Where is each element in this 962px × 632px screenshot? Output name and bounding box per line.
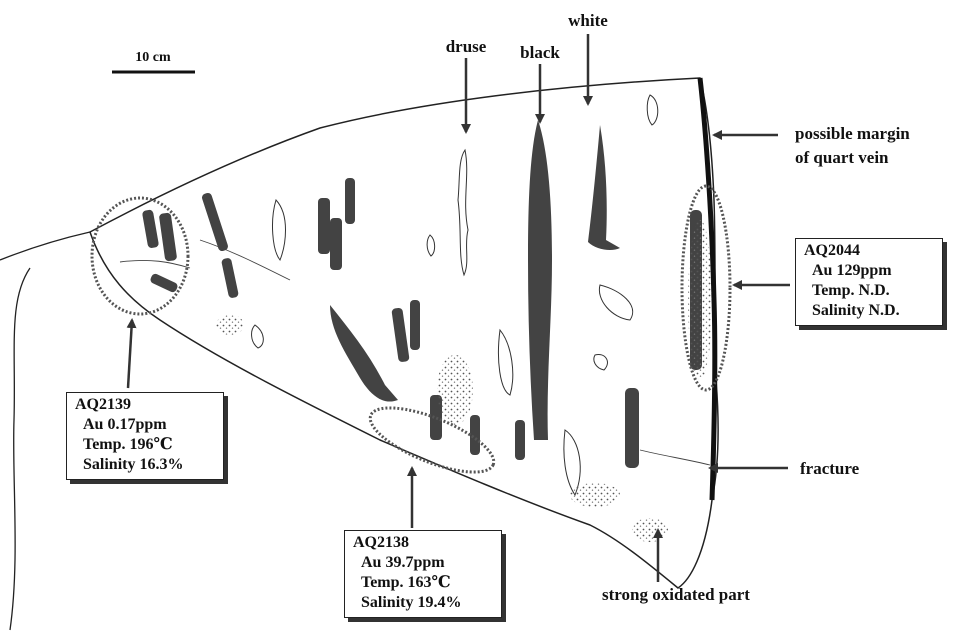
black-band bbox=[515, 420, 525, 460]
black-band bbox=[201, 192, 229, 252]
black-band bbox=[391, 307, 409, 362]
scale-bar-label: 10 cm bbox=[135, 50, 171, 65]
black-band bbox=[318, 198, 330, 254]
label-black: black bbox=[520, 43, 560, 62]
oxidated-stipple bbox=[216, 220, 712, 542]
black-band bbox=[330, 218, 342, 270]
black-band bbox=[528, 120, 552, 440]
black-band bbox=[470, 415, 480, 455]
black-band bbox=[221, 257, 239, 298]
sample-au: Au 39.7ppm bbox=[353, 553, 493, 573]
label-margin-line2: of quart vein bbox=[795, 148, 889, 167]
sample-box-aq2139: AQ2139 Au 0.17ppm Temp. 196℃ Salinity 16… bbox=[66, 392, 224, 480]
sample-temp: Temp. 163℃ bbox=[353, 573, 493, 593]
sample-au: Au 0.17ppm bbox=[75, 415, 215, 435]
sample-temp: Temp. 196℃ bbox=[75, 435, 215, 455]
label-druse: druse bbox=[446, 37, 487, 56]
sample-box-aq2044: AQ2044 Au 129ppm Temp. N.D. Salinity N.D… bbox=[795, 238, 943, 326]
black-band bbox=[142, 209, 159, 248]
sample-id: AQ2138 bbox=[353, 533, 493, 553]
black-band bbox=[159, 212, 178, 261]
black-band bbox=[345, 178, 355, 224]
black-band bbox=[410, 300, 420, 350]
sample-id: AQ2139 bbox=[75, 395, 215, 415]
black-band bbox=[149, 273, 179, 294]
black-band bbox=[330, 305, 398, 402]
sample-au: Au 129ppm bbox=[804, 261, 934, 281]
label-fracture: fracture bbox=[800, 459, 860, 478]
sample-temp: Temp. N.D. bbox=[804, 281, 934, 301]
black-quartz-bands bbox=[142, 120, 702, 468]
label-oxidated: strong oxidated part bbox=[602, 585, 750, 604]
black-band bbox=[588, 125, 620, 250]
sample-salinity: Salinity 19.4% bbox=[353, 593, 493, 613]
sample-id: AQ2044 bbox=[804, 241, 934, 261]
arrow-aq2139 bbox=[128, 320, 132, 388]
label-margin-line1: possible margin bbox=[795, 124, 910, 143]
sample-salinity: Salinity 16.3% bbox=[75, 455, 215, 475]
white-quartz-druse-outlines bbox=[252, 95, 658, 495]
sample-salinity: Salinity N.D. bbox=[804, 301, 934, 321]
label-white: white bbox=[568, 11, 608, 30]
sample-box-aq2138: AQ2138 Au 39.7ppm Temp. 163℃ Salinity 19… bbox=[344, 530, 502, 618]
black-band bbox=[625, 388, 639, 468]
